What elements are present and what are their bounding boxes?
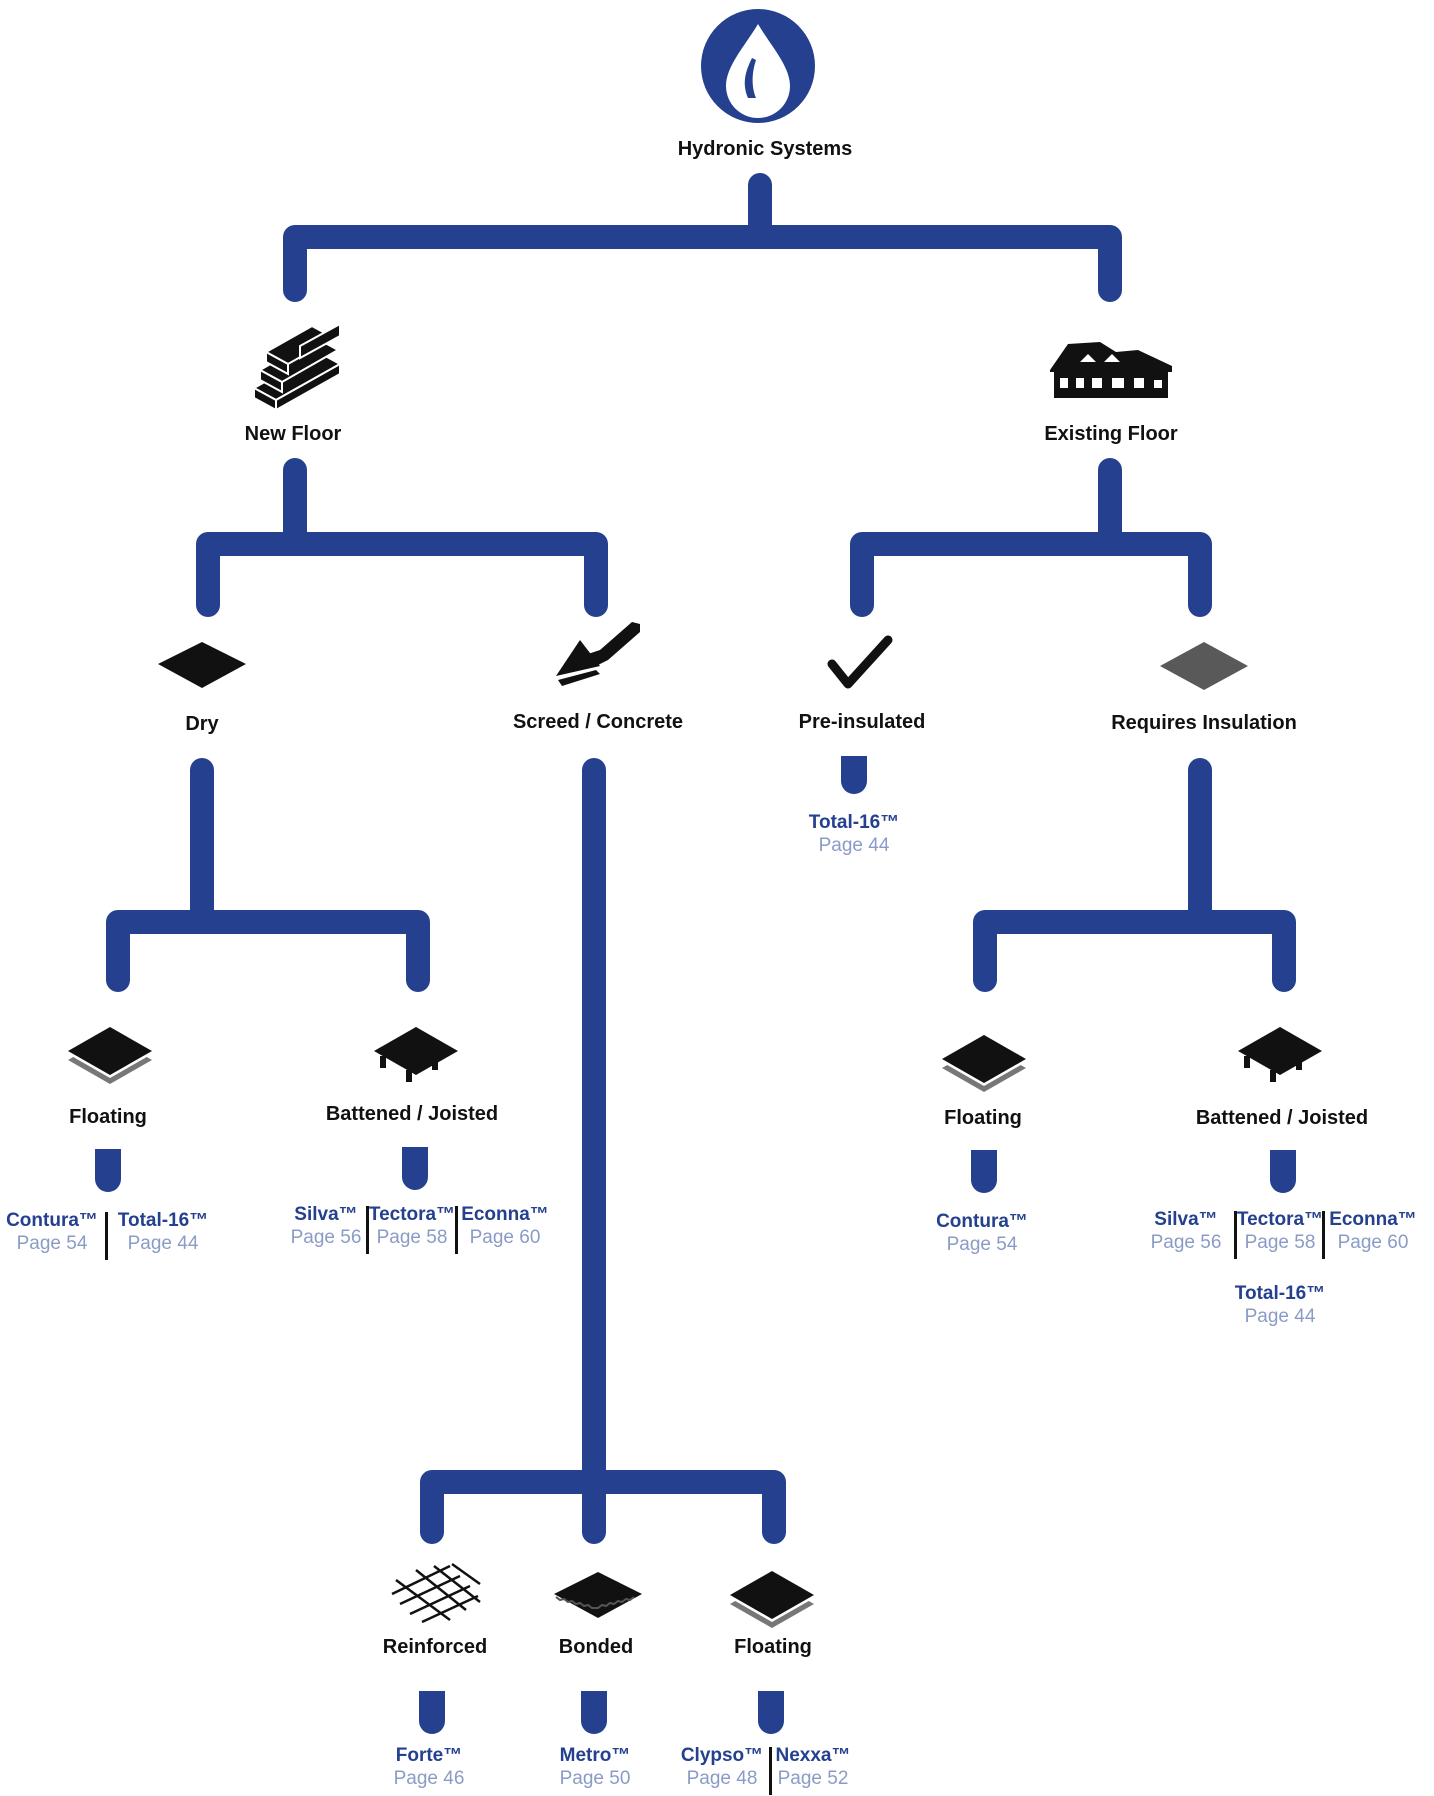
- product-name: Forte™: [395, 1745, 463, 1766]
- root-label: Hydronic Systems: [677, 138, 853, 160]
- product-name: Econna™: [1329, 1209, 1417, 1230]
- existing-floating-label: Floating: [944, 1107, 1022, 1129]
- product-separator: [455, 1206, 458, 1254]
- product-page: Page 50: [559, 1767, 631, 1789]
- dry-battened-label: Battened / Joisted: [325, 1103, 499, 1125]
- product-page: Page 58: [376, 1226, 448, 1248]
- product-metro[interactable]: Metro™ Page 50: [560, 1745, 631, 1791]
- pre-insulated-label: Pre-insulated: [798, 711, 926, 733]
- stub-exist-floating: [971, 1150, 997, 1193]
- pipe-existing-floor-split: [850, 458, 1212, 617]
- product-econna[interactable]: Econna™ Page 60: [1329, 1209, 1417, 1255]
- product-name: Metro™: [559, 1745, 631, 1766]
- layered-board-icon: [730, 1571, 814, 1628]
- stub-pre-insulated: [841, 756, 867, 794]
- stub-exist-battened: [1270, 1150, 1296, 1193]
- stub-reinforced: [419, 1691, 445, 1734]
- product-separator: [769, 1747, 772, 1795]
- layered-board-icon: [942, 1035, 1026, 1092]
- product-name: Tectora™: [1236, 1209, 1324, 1230]
- screed-floating-label: Floating: [734, 1636, 812, 1658]
- pipe-new-floor-split: [196, 458, 608, 617]
- pipe-screed-trunk: [420, 758, 786, 1544]
- product-nexxa[interactable]: Nexxa™ Page 52: [776, 1745, 851, 1791]
- product-page: Page 54: [16, 1232, 88, 1254]
- pipe-dry-split: [106, 758, 430, 992]
- dry-label: Dry: [185, 713, 219, 735]
- product-page: Page 52: [777, 1767, 849, 1789]
- product-total16[interactable]: Total-16™ Page 44: [809, 812, 899, 858]
- product-name: Econna™: [461, 1204, 549, 1225]
- product-name: Nexxa™: [775, 1745, 851, 1766]
- product-total16[interactable]: Total-16™ Page 44: [118, 1210, 208, 1256]
- product-clypso[interactable]: Clypso™ Page 48: [681, 1745, 763, 1791]
- product-page: Page 60: [1337, 1231, 1409, 1253]
- screed-concrete-label: Screed / Concrete: [512, 711, 684, 733]
- bricks-icon: [251, 322, 343, 412]
- bonded-board-icon: [554, 1572, 642, 1618]
- terminal-stubs: [95, 756, 1296, 1734]
- product-contura[interactable]: Contura™ Page 54: [936, 1211, 1028, 1257]
- product-name: Contura™: [936, 1211, 1028, 1232]
- product-forte[interactable]: Forte™ Page 46: [394, 1745, 465, 1791]
- product-separator: [105, 1212, 108, 1260]
- product-name: Total-16™: [1234, 1283, 1326, 1304]
- product-contura[interactable]: Contura™ Page 54: [6, 1210, 98, 1256]
- existing-battened-label: Battened / Joisted: [1195, 1107, 1369, 1129]
- product-tectora[interactable]: Tectora™ Page 58: [1237, 1209, 1323, 1255]
- product-page: Page 56: [1150, 1231, 1222, 1253]
- joisted-board-icon: [374, 1027, 458, 1082]
- product-page: Page 60: [469, 1226, 541, 1248]
- product-separator: [1234, 1211, 1237, 1259]
- pipe-root-split: [283, 173, 1122, 302]
- product-name: Tectora™: [368, 1204, 456, 1225]
- existing-floor-label: Existing Floor: [1044, 423, 1178, 445]
- mesh-icon: [391, 1562, 481, 1624]
- product-page: Page 48: [686, 1767, 758, 1789]
- reinforced-label: Reinforced: [382, 1636, 488, 1658]
- pipe-requires-insulation-split: [973, 758, 1296, 992]
- product-name: Clypso™: [680, 1745, 764, 1766]
- product-page: Page 56: [290, 1226, 362, 1248]
- product-page: Page 46: [393, 1767, 465, 1789]
- product-name: Contura™: [6, 1210, 98, 1231]
- product-page: Page 44: [127, 1232, 199, 1254]
- product-name: Total-16™: [117, 1210, 209, 1231]
- product-separator: [1322, 1211, 1325, 1259]
- grey-board-icon: [1160, 642, 1248, 690]
- stub-dry-floating: [95, 1149, 121, 1192]
- house-icon: [1050, 342, 1172, 398]
- product-page: Page 58: [1244, 1231, 1316, 1253]
- joisted-board-icon: [1238, 1027, 1322, 1082]
- bonded-label: Bonded: [558, 1636, 634, 1658]
- connector-pipes: [106, 173, 1296, 1544]
- dry-floating-label: Floating: [69, 1106, 147, 1128]
- stub-screed-floating: [758, 1691, 784, 1734]
- stub-dry-battened: [402, 1147, 428, 1190]
- layered-board-icon: [68, 1027, 152, 1084]
- product-name: Silva™: [294, 1204, 358, 1225]
- product-total16[interactable]: Total-16™ Page 44: [1235, 1283, 1325, 1329]
- trowel-icon: [556, 622, 640, 686]
- checkmark-icon: [827, 635, 893, 689]
- stub-bonded: [581, 1691, 607, 1734]
- requires-insulation-label: Requires Insulation: [1111, 712, 1297, 734]
- product-silva[interactable]: Silva™ Page 56: [1151, 1209, 1222, 1255]
- new-floor-label: New Floor: [244, 423, 342, 445]
- product-page: Page 44: [1244, 1305, 1316, 1327]
- product-silva[interactable]: Silva™ Page 56: [291, 1204, 362, 1250]
- product-econna[interactable]: Econna™ Page 60: [461, 1204, 549, 1250]
- board-icon: [158, 642, 246, 688]
- product-page: Page 54: [946, 1233, 1018, 1255]
- water-drop-icon: [701, 9, 815, 123]
- product-page: Page 44: [818, 834, 890, 856]
- product-name: Silva™: [1154, 1209, 1218, 1230]
- product-separator: [366, 1206, 369, 1254]
- product-tectora[interactable]: Tectora™ Page 58: [369, 1204, 455, 1250]
- product-name: Total-16™: [808, 812, 900, 833]
